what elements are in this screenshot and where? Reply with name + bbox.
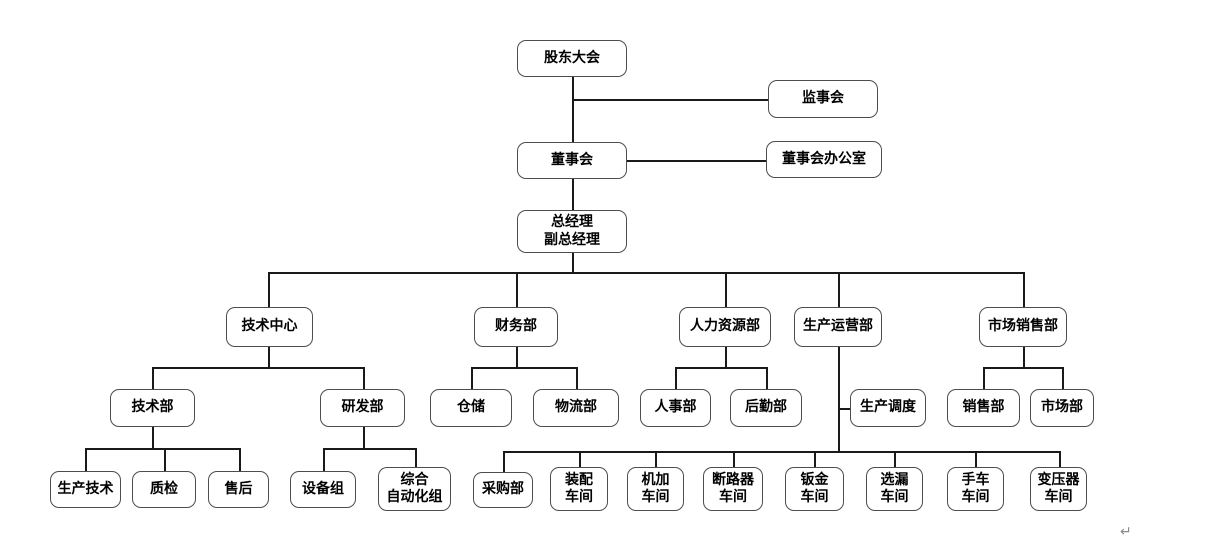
org-node-board-office[interactable]: 董事会办公室 [766, 141, 882, 178]
connector-line [975, 451, 977, 469]
connector-line [983, 367, 985, 391]
connector-line [627, 160, 768, 162]
org-node-transformer-workshop[interactable]: 变压器 车间 [1030, 467, 1087, 511]
connector-line [1059, 451, 1061, 469]
connector-line [814, 451, 816, 469]
connector-line [1023, 347, 1025, 369]
connector-line [572, 253, 574, 274]
connector-line [164, 448, 166, 473]
connector-line [576, 367, 578, 391]
org-node-procurement-dept[interactable]: 采购部 [473, 472, 533, 508]
connector-line [579, 451, 581, 469]
org-node-market-dept[interactable]: 市场部 [1030, 389, 1094, 427]
connector-line [838, 347, 840, 453]
connector-line [838, 408, 852, 410]
connector-line [1062, 367, 1064, 391]
connector-line [516, 347, 518, 369]
paragraph-mark: ↵ [1120, 524, 1132, 540]
connector-line [268, 347, 270, 369]
connector-line [725, 347, 727, 369]
org-node-assembly-workshop[interactable]: 装配 车间 [550, 467, 608, 511]
org-node-shareholders-meeting[interactable]: 股东大会 [517, 40, 627, 77]
connector-line [1023, 272, 1025, 309]
org-node-circuit-breaker-workshop[interactable]: 断路器 车间 [703, 467, 763, 511]
connector-line [471, 367, 578, 369]
connector-line [838, 272, 840, 309]
connector-line [152, 367, 365, 369]
connector-line [415, 448, 417, 469]
connector-line [894, 451, 896, 469]
connector-line [471, 367, 473, 391]
org-node-after-sales[interactable]: 售后 [208, 471, 269, 508]
org-node-production-dispatch[interactable]: 生产调度 [850, 389, 926, 427]
connector-line [675, 367, 768, 369]
connector-line [655, 451, 657, 469]
connector-line [152, 427, 154, 450]
org-node-handcart-workshop[interactable]: 手车 车间 [947, 467, 1004, 511]
connector-line [766, 367, 768, 391]
connector-line [983, 367, 1064, 369]
org-node-integrated-automation-group[interactable]: 综合 自动化组 [378, 467, 451, 511]
connector-line [725, 272, 727, 309]
connector-line [239, 448, 241, 473]
org-node-sales-dept[interactable]: 销售部 [947, 389, 1020, 427]
org-node-marketing-sales-dept[interactable]: 市场销售部 [979, 307, 1067, 347]
connector-line [152, 367, 154, 391]
org-node-leak-test-workshop[interactable]: 选漏 车间 [866, 467, 923, 511]
org-node-machining-workshop[interactable]: 机加 车间 [627, 467, 684, 511]
connector-line [323, 448, 417, 450]
connector-line [268, 272, 270, 309]
org-node-warehouse[interactable]: 仓储 [430, 389, 512, 427]
connector-line [572, 179, 574, 212]
connector-line [323, 448, 325, 473]
org-node-hr-dept[interactable]: 人力资源部 [679, 307, 771, 347]
org-node-rd-dept[interactable]: 研发部 [320, 389, 405, 427]
connector-line [503, 451, 505, 474]
connector-line [675, 367, 677, 391]
connector-line [516, 272, 518, 309]
connector-line [572, 77, 574, 144]
org-node-support-dept[interactable]: 后勤部 [730, 389, 802, 427]
org-node-general-manager[interactable]: 总经理 副总经理 [517, 210, 627, 253]
connector-line [363, 367, 365, 391]
connector-line [733, 451, 735, 469]
connector-line [85, 448, 241, 450]
connector-line [503, 451, 1061, 453]
org-node-sheet-metal-workshop[interactable]: 钣金 车间 [785, 467, 844, 511]
connector-line [572, 99, 770, 101]
connector-line [363, 427, 365, 450]
connector-line [85, 448, 87, 473]
org-node-board-of-directors[interactable]: 董事会 [517, 142, 627, 179]
org-node-tech-center[interactable]: 技术中心 [226, 307, 313, 347]
org-node-production-technology[interactable]: 生产技术 [50, 471, 121, 508]
org-node-finance-dept[interactable]: 财务部 [474, 307, 558, 347]
connector-line [268, 272, 1025, 274]
org-node-supervisory-board[interactable]: 监事会 [768, 80, 878, 118]
org-node-quality-inspection[interactable]: 质检 [132, 471, 196, 508]
org-node-production-operations-dept[interactable]: 生产运营部 [794, 307, 882, 347]
org-node-tech-dept[interactable]: 技术部 [110, 389, 195, 427]
org-node-personnel-dept[interactable]: 人事部 [640, 389, 711, 427]
org-node-equipment-group[interactable]: 设备组 [290, 471, 356, 508]
org-node-logistics-dept[interactable]: 物流部 [533, 389, 619, 427]
